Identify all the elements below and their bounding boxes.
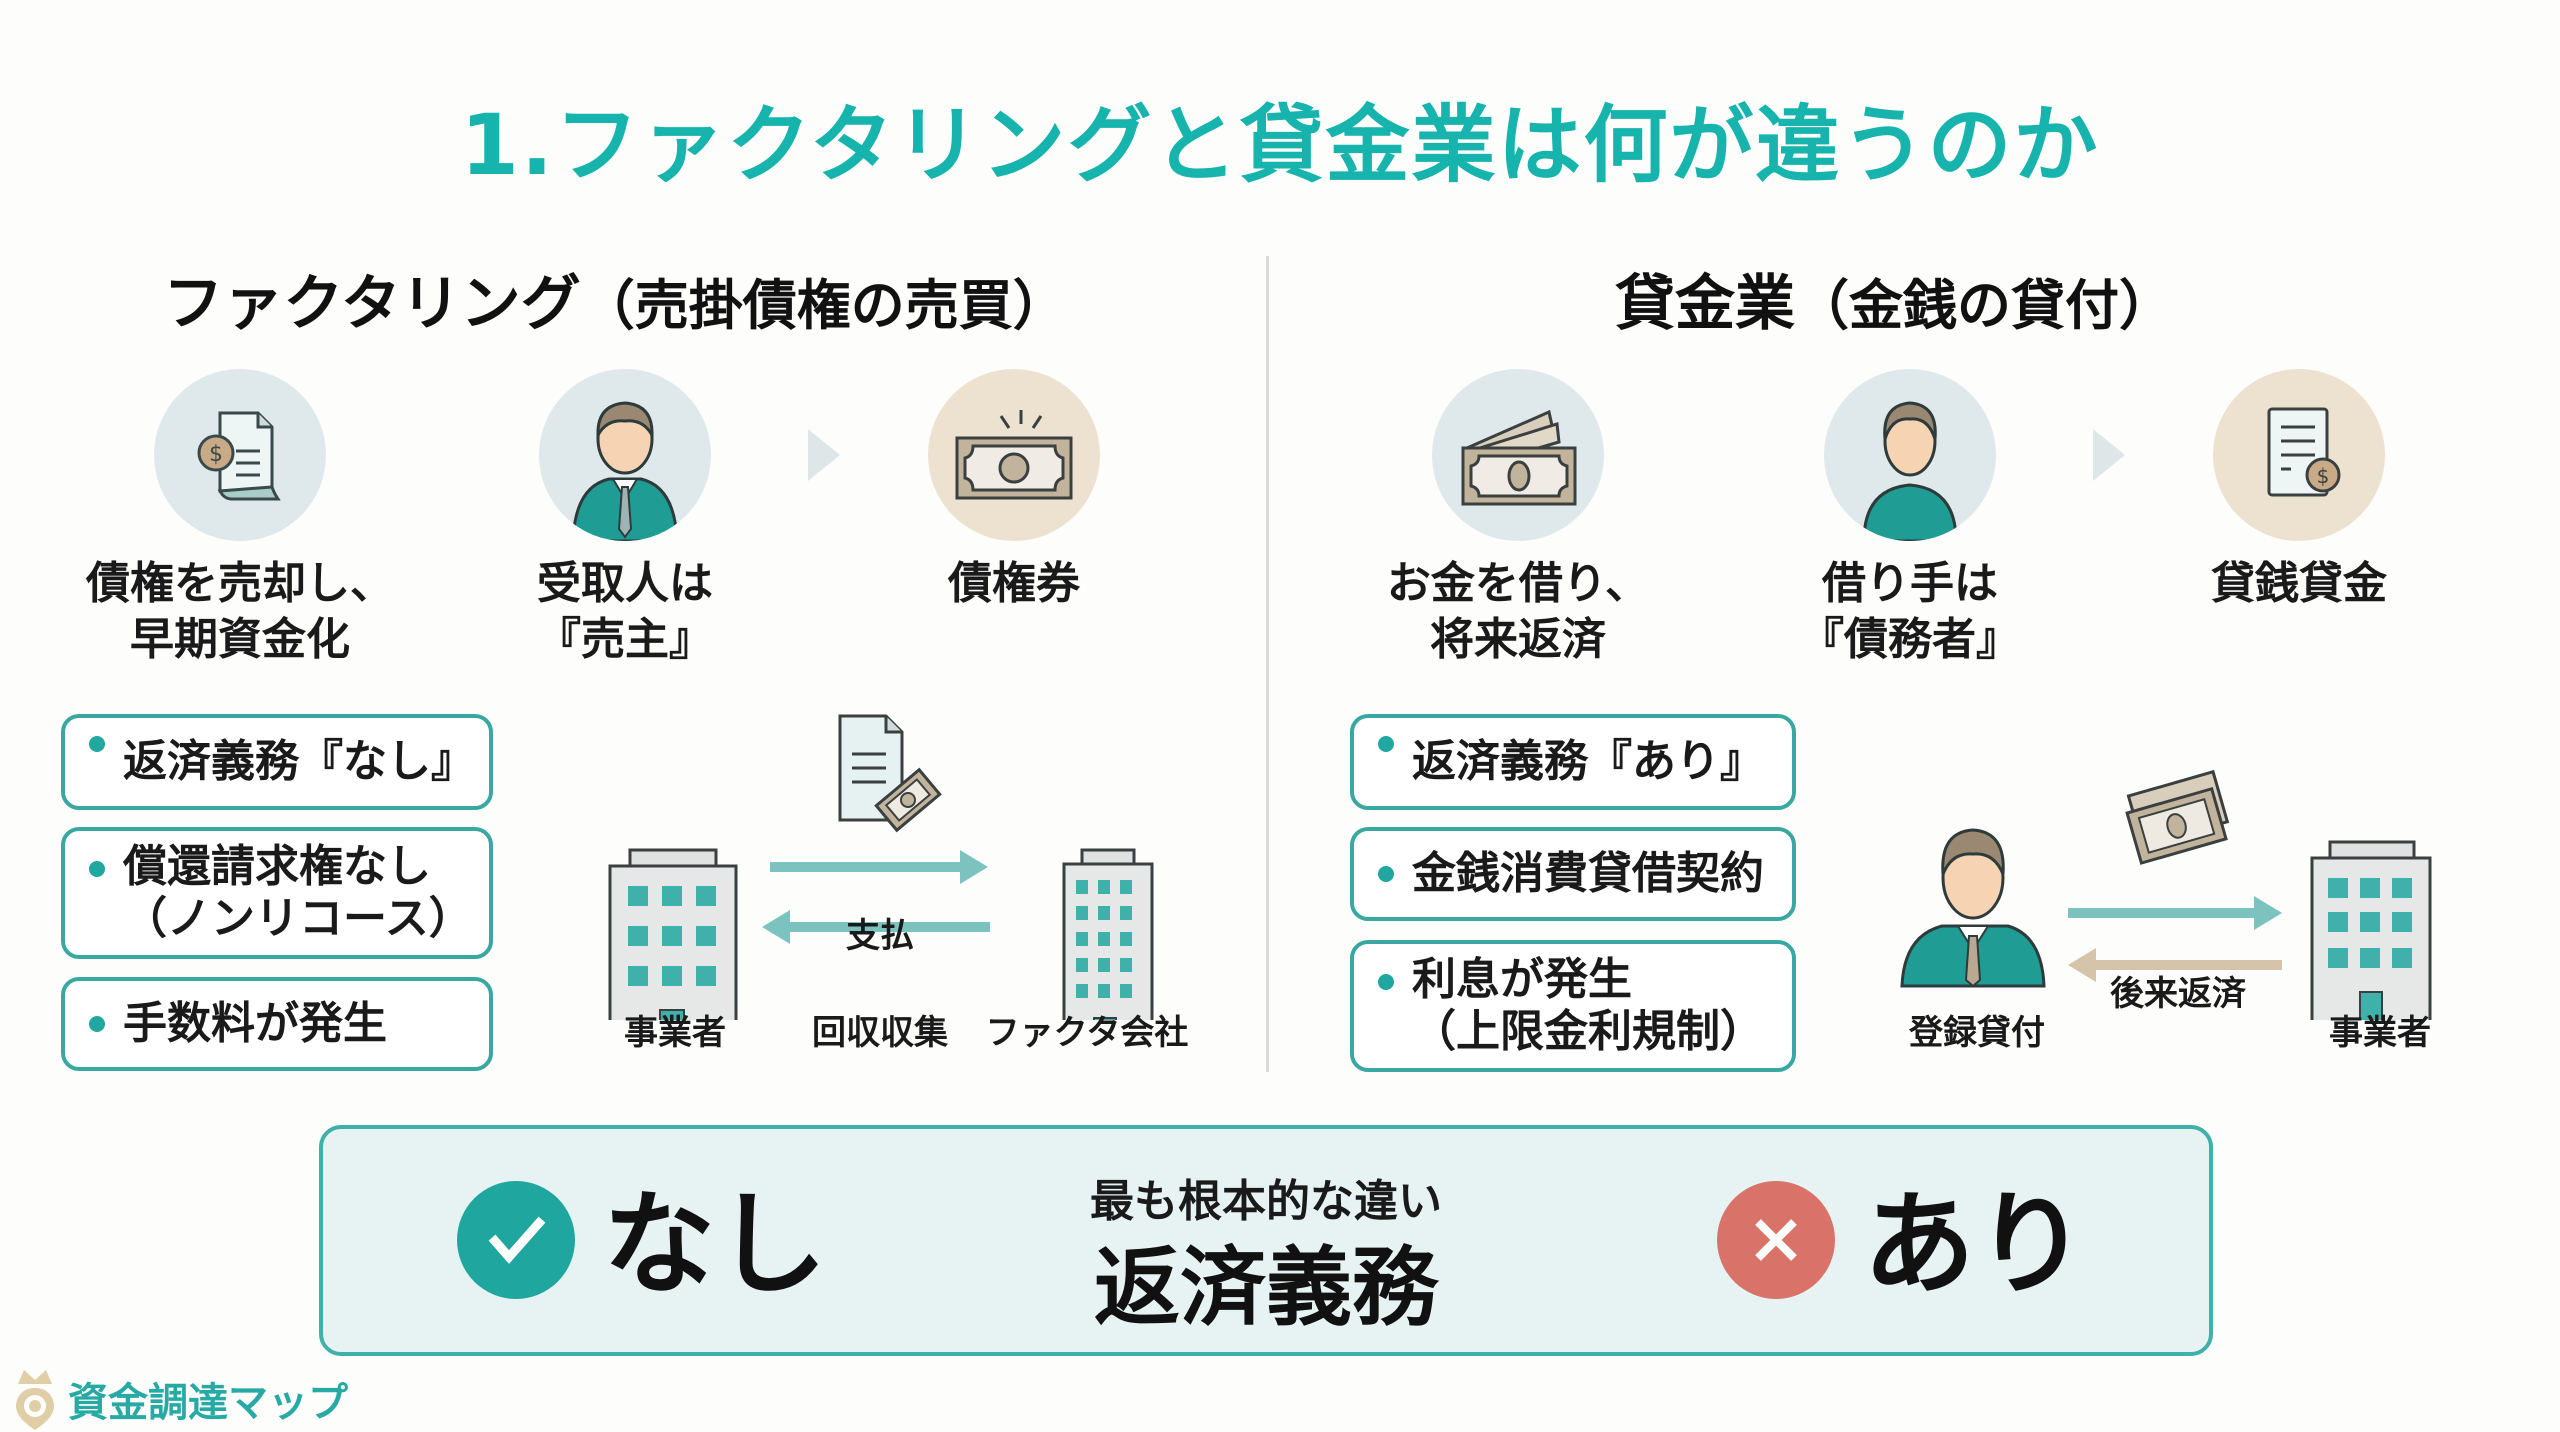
- moneylending-point: 金銭消費貸借契約: [1350, 827, 1796, 921]
- chevron-right-icon: [2093, 429, 2125, 481]
- summary-main-label: 返済義務: [1094, 1238, 1438, 1338]
- factoring-company-building-icon: [1062, 848, 1154, 1020]
- lender-businessman-icon: [1900, 828, 2046, 988]
- arrow-left-icon: [762, 910, 990, 944]
- icon-label-sell-receivables: 債権を売却し、 早期資金化: [86, 558, 394, 665]
- icon-label-borrower-debtor: 借り手は 『債務者』: [1800, 558, 2020, 665]
- arrow-label-repayment: 後来返済: [2110, 974, 2246, 1014]
- moneylending-heading: 貸金業（金銭の貸付）: [1615, 269, 2173, 339]
- arrow-left-beige-icon: [2068, 948, 2282, 982]
- business-building-icon: [2310, 840, 2432, 1020]
- arrow-label-payment: 支払: [846, 916, 914, 956]
- svg-text:$: $: [209, 442, 223, 467]
- businessman-icon: [539, 369, 711, 541]
- page-title: 1.ファクタリングと貸金業は何が違うのか: [460, 96, 2100, 194]
- node-label-business: 事業者: [624, 1013, 726, 1053]
- factoring-flow-diagram: [608, 714, 1154, 1020]
- moneylending-point: 返済義務『あり』: [1350, 714, 1796, 810]
- cash-bills-icon: [1432, 369, 1604, 541]
- flying-cash-icon: [2125, 769, 2230, 865]
- moneylending-point: 利息が発生 （上限金利規制）: [1350, 940, 1796, 1072]
- brand-logo: 資金調達マップ: [12, 1366, 348, 1432]
- icon-label-bond: 債権券: [948, 558, 1080, 609]
- factoring-point: 償還請求権なし （ノンリコース）: [61, 827, 493, 959]
- icon-label-recipient-seller: 受取人は 『売主』: [537, 558, 713, 665]
- cross-icon: [1717, 1181, 1835, 1299]
- invoice-dollar-icon: $: [154, 369, 326, 541]
- section-divider: [1266, 256, 1269, 1072]
- factoring-heading: ファクタリング（売掛債権の売買）: [163, 269, 1067, 339]
- factoring-point: 返済義務『なし』: [61, 714, 493, 810]
- arrow-right-icon: [2068, 896, 2282, 930]
- node-label-business: 事業者: [2329, 1013, 2431, 1053]
- summary-comparison-box: なし 最も根本的な違い 返済義務 あり: [319, 1125, 2213, 1356]
- bullet-dot-icon: [1378, 866, 1394, 882]
- bullet-dot-icon: [89, 861, 105, 877]
- loan-document-icon: $: [2213, 369, 2385, 541]
- icon-label-borrow-money: お金を借り、 将来返済: [1386, 558, 1650, 665]
- node-label-registered-lender: 登録貸付: [1909, 1013, 2045, 1053]
- bullet-dot-icon: [89, 736, 105, 752]
- svg-text:$: $: [2317, 464, 2330, 488]
- bullet-dot-icon: [89, 1016, 105, 1032]
- moneylending-answer: あり: [1863, 1180, 2087, 1310]
- arrow-right-icon: [770, 850, 988, 884]
- node-label-factoring-company: ファクタ会社: [985, 1013, 1189, 1053]
- crown-pin-icon: [16, 1370, 54, 1430]
- bullet-dot-icon: [1378, 974, 1394, 990]
- bullet-dot-icon: [1378, 736, 1394, 752]
- document-money-icon: [838, 714, 942, 833]
- business-building-icon: [608, 848, 738, 1020]
- borrower-icon: [1824, 369, 1996, 541]
- factoring-point: 手数料が発生: [61, 977, 493, 1071]
- factoring-answer: なし: [603, 1180, 827, 1310]
- moneylending-flow-diagram: [1900, 769, 2432, 1020]
- icon-label-lending: 貸銭貸金: [2211, 558, 2387, 609]
- arrow-label-collection: 回収収集: [812, 1013, 948, 1053]
- summary-subtitle: 最も根本的な違い: [1090, 1176, 1442, 1227]
- chevron-right-icon: [808, 429, 840, 481]
- checkmark-icon: [457, 1181, 575, 1299]
- banknote-icon: [928, 369, 1100, 541]
